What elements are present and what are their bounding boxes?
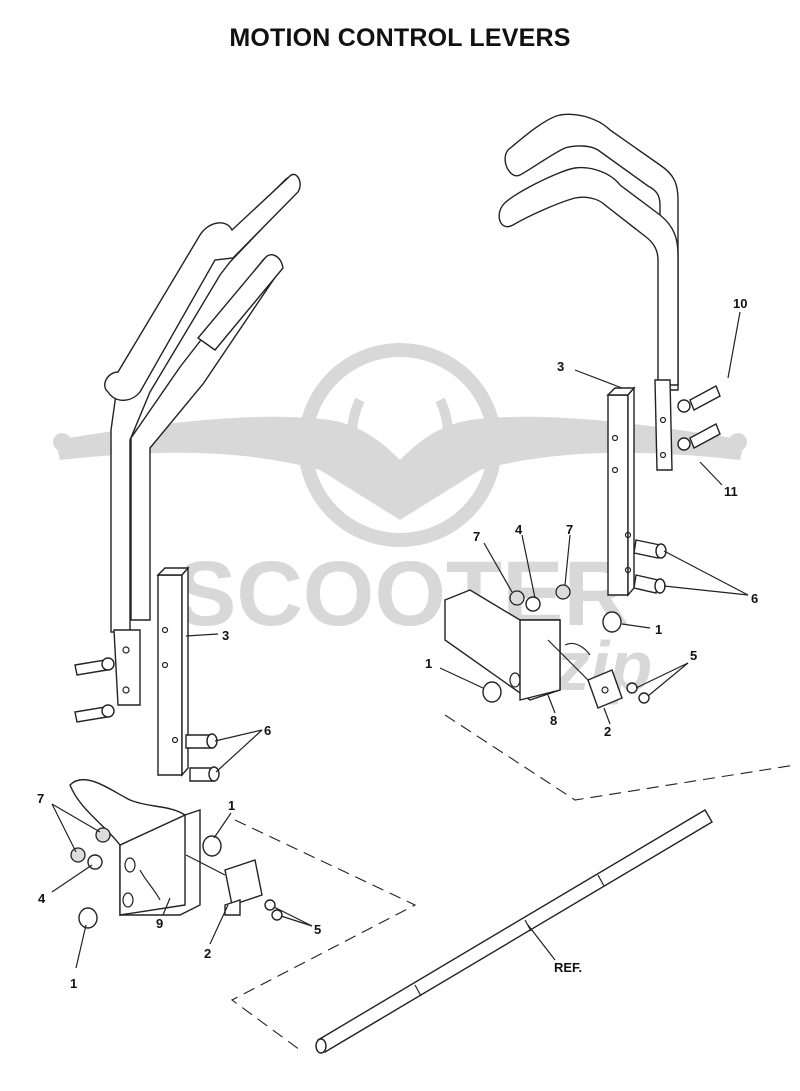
callout-left-1-lower: 1 (70, 976, 77, 991)
left-nut-lower (70, 847, 86, 863)
left-arm-bolts (185, 733, 220, 782)
callout-right-2: 2 (604, 724, 611, 739)
callout-right-7-left: 7 (473, 529, 480, 544)
right-plate-bolts (677, 385, 721, 451)
left-rear-grip (196, 254, 284, 351)
leader-lines (51, 311, 749, 969)
callout-left-4: 4 (38, 891, 46, 906)
callout-left-6: 6 (264, 723, 271, 738)
callout-right-11: 11 (724, 484, 738, 499)
callout-right-1-lower: 1 (425, 656, 432, 671)
callout-right-8: 8 (550, 713, 557, 728)
diagram-title: MOTION CONTROL LEVERS (229, 24, 571, 52)
watermark-wings (55, 416, 745, 520)
watermark-ring (298, 343, 502, 547)
right-lever-assembly (444, 113, 721, 709)
right-front-handle (498, 166, 679, 386)
left-damper-mount (224, 859, 263, 906)
callout-right-4: 4 (515, 522, 523, 537)
right-lever-plate (654, 379, 673, 471)
right-washer (525, 596, 541, 612)
callout-right-3: 3 (557, 359, 564, 374)
right-bushing-lower (482, 681, 502, 703)
callout-right-5: 5 (690, 648, 697, 663)
left-lever-assembly (69, 173, 301, 929)
left-bushing-lower (78, 907, 98, 929)
left-front-grip (104, 173, 301, 401)
left-dashed-reference (230, 819, 417, 1051)
left-bushing-upper (202, 835, 222, 857)
callout-left-1-upper: 1 (228, 798, 235, 813)
callout-right-10: 10 (733, 296, 747, 311)
left-nut-upper (95, 827, 111, 843)
callout-left-5: 5 (314, 922, 321, 937)
right-dashed-reference (444, 714, 796, 801)
callout-ref: REF. (554, 960, 582, 975)
right-nut-right (555, 584, 571, 600)
callout-left-3: 3 (222, 628, 229, 643)
callout-left-9: 9 (156, 916, 163, 931)
callout-right-1-upper: 1 (655, 622, 662, 637)
ref-shaft (315, 809, 713, 1054)
right-damper-mount (587, 669, 623, 709)
right-pivot-arm (607, 394, 629, 596)
left-plate-bolts (74, 657, 115, 723)
callout-left-7: 7 (37, 791, 44, 806)
right-arm-bolts (633, 539, 667, 594)
callout-right-7-right: 7 (566, 522, 573, 537)
right-bushing-upper (602, 611, 622, 633)
callout-right-6: 6 (751, 591, 758, 606)
left-pivot-arm (157, 574, 183, 776)
callout-labels: 7 4 1 3 6 1 9 2 5 10 3 11 7 4 7 6 1 1 5 … (37, 296, 758, 991)
right-rear-handle (504, 113, 679, 391)
left-lever-plate (113, 629, 141, 706)
right-nut-left (509, 590, 525, 606)
callout-left-2: 2 (204, 946, 211, 961)
